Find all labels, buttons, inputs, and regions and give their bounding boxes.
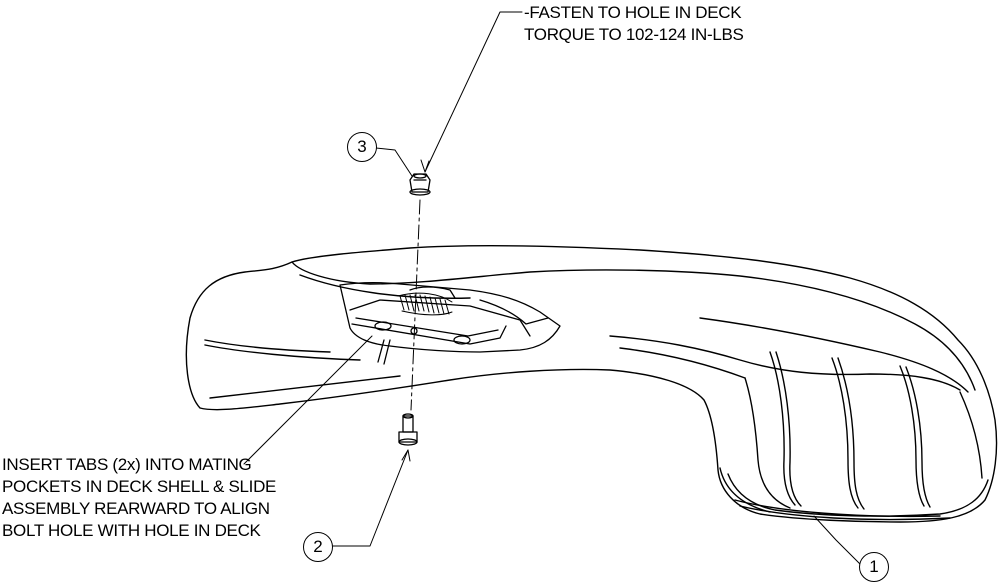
assembly-axis-line [410, 199, 421, 411]
torsion-spring [397, 292, 453, 316]
insert-note-line-4: BOLT HOLE WITH HOLE IN DECK [2, 521, 261, 540]
insert-tabs-note: INSERT TABS (2x) INTO MATING POCKETS IN … [2, 454, 276, 542]
fasten-note-line-1: -FASTEN TO HOLE IN DECK [524, 3, 742, 22]
bolt-part [398, 413, 418, 446]
leader-lines [243, 11, 861, 565]
nut-part [409, 173, 431, 196]
insert-note-line-1: INSERT TABS (2x) INTO MATING [2, 455, 252, 474]
callout-1: 1 [859, 552, 889, 582]
deck-shell-part [185, 245, 998, 523]
insert-note-line-3: ASSEMBLY REARWARD TO ALIGN [2, 499, 270, 518]
fasten-torque-note: -FASTEN TO HOLE IN DECK TORQUE TO 102-12… [524, 2, 744, 46]
spring-bracket-assembly [339, 281, 561, 365]
fasten-note-line-2: TORQUE TO 102-124 IN-LBS [524, 25, 744, 44]
callout-2: 2 [303, 532, 333, 562]
callout-3: 3 [347, 132, 377, 162]
insert-note-line-2: POCKETS IN DECK SHELL & SLIDE [2, 477, 277, 496]
